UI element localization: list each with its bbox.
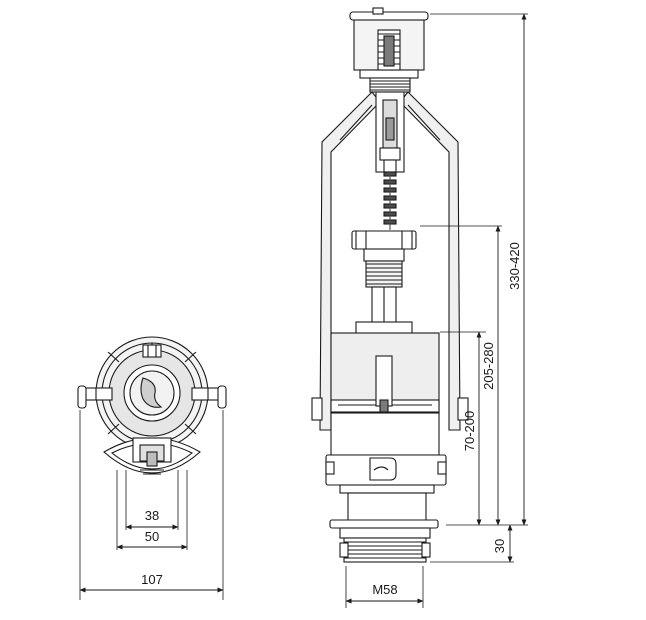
- valve-body: [325, 412, 447, 486]
- side-hook-right: [457, 397, 469, 421]
- side-view-dimensions: [345, 13, 527, 604]
- cap-thread: [369, 77, 411, 93]
- cap-spring: [377, 29, 401, 71]
- dim-330-420-label: 330-420: [507, 242, 522, 290]
- top-view: [77, 336, 227, 475]
- top-view-ribs: [107, 343, 197, 435]
- dim-38-label: 38: [145, 508, 159, 523]
- inner-column-top: [351, 230, 417, 262]
- central-rod: [375, 91, 405, 173]
- top-view-extension-lines: [79, 410, 224, 600]
- top-view-left-hook: [77, 385, 113, 409]
- top-view-dimensions: [79, 524, 224, 593]
- dim-50-label: 50: [145, 529, 159, 544]
- dim-70-200-label: 70-200: [462, 411, 477, 451]
- dim-30-label: 30: [492, 539, 507, 553]
- chain-spring: [383, 171, 397, 230]
- side-hook-left: [311, 397, 323, 421]
- base-seal: [329, 484, 439, 539]
- threaded-column: [355, 260, 413, 335]
- dim-107-label: 107: [141, 572, 163, 587]
- dim-205-280-label: 205-280: [481, 342, 496, 390]
- top-view-right-hook: [191, 385, 227, 409]
- side-view: [311, 7, 469, 563]
- float-box: [330, 332, 440, 414]
- top-view-button: [140, 377, 163, 408]
- dim-m58-label: M58: [372, 582, 397, 597]
- outlet-thread: [339, 537, 431, 563]
